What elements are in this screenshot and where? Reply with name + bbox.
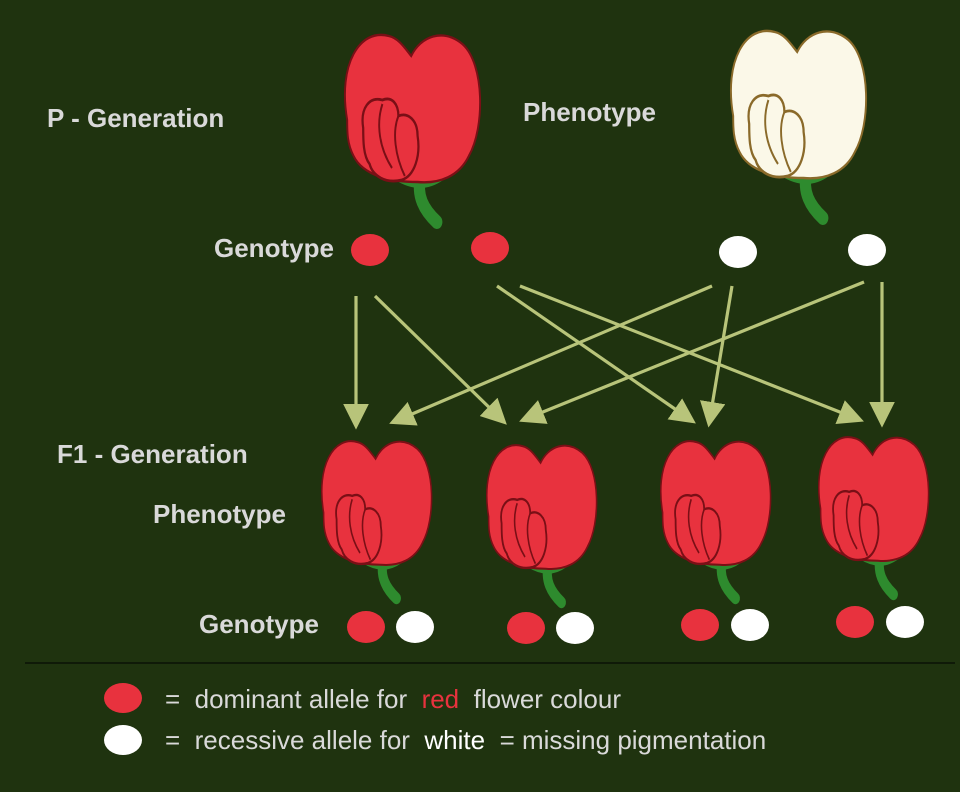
f1-flower-3	[660, 440, 772, 605]
legend-recessive-word: white	[424, 725, 486, 755]
p-phenotype-label: Phenotype	[523, 97, 656, 127]
legend-dominant: = dominant allele for red flower colour	[165, 684, 621, 715]
inheritance-arrow	[389, 284, 713, 426]
f1-genotype-label: Genotype	[199, 609, 319, 639]
recessive-allele-legend-dot	[104, 725, 142, 755]
flower-keel	[832, 489, 880, 562]
flower-keel	[500, 497, 548, 570]
flower-sepal	[699, 556, 744, 570]
flower-keel	[335, 493, 383, 566]
parent-flower-white	[729, 29, 868, 225]
parent-allele-recessive	[719, 236, 757, 268]
f1-flower-1	[321, 440, 433, 605]
flower-sepal	[857, 552, 902, 566]
inheritance-arrow	[373, 294, 507, 425]
legend-recessive-suffix: = missing pigmentation	[499, 725, 767, 755]
f1-allele-recessive	[556, 612, 594, 644]
f1-allele-dominant	[347, 611, 385, 643]
f1-phenotype-label: Phenotype	[153, 499, 286, 529]
flower-sepal	[778, 168, 833, 184]
legend-recessive-prefix: recessive allele for	[194, 725, 410, 755]
f1-flower-4	[818, 436, 930, 601]
p-genotype-label: Genotype	[214, 233, 334, 263]
f1-allele-recessive	[396, 611, 434, 643]
flower-fold-lines	[764, 99, 792, 173]
f1-allele-dominant	[507, 612, 545, 644]
flower-keel	[747, 93, 806, 179]
inheritance-arrow	[519, 280, 865, 424]
flower-fold-lines	[845, 494, 869, 557]
inheritance-arrows	[343, 280, 895, 430]
parent-flower-red	[343, 33, 482, 229]
inheritance-arrow	[496, 284, 696, 424]
legend-divider	[25, 662, 955, 664]
f1-allele-recessive	[886, 606, 924, 638]
inheritance-arrow	[700, 285, 734, 428]
flower-sepal	[525, 560, 570, 574]
legend-dominant-eq: =	[165, 684, 181, 714]
flower-sepal	[392, 172, 447, 188]
flower-fold-lines	[687, 498, 711, 561]
allele-dots	[347, 232, 924, 644]
p-generation-label: P - Generation	[47, 103, 225, 133]
parent-allele-dominant	[471, 232, 509, 264]
flower-keel	[361, 97, 420, 183]
flower-fold-lines	[348, 498, 372, 561]
legend-dominant-suffix: flower colour	[473, 684, 621, 714]
parent-allele-dominant	[351, 234, 389, 266]
dominant-allele-legend-dot	[104, 683, 142, 713]
legend-recessive: = recessive allele for white = missing p…	[165, 725, 766, 756]
parent-allele-recessive	[848, 234, 886, 266]
flower-fold-lines	[378, 103, 406, 177]
f1-generation-label: F1 - Generation	[57, 439, 248, 469]
flowers	[321, 29, 930, 609]
f1-flower-2	[486, 444, 598, 609]
f1-allele-recessive	[731, 609, 769, 641]
flower-sepal	[360, 556, 405, 570]
flower-keel	[674, 493, 722, 566]
f1-allele-dominant	[681, 609, 719, 641]
legend-dominant-prefix: dominant allele for	[194, 684, 408, 714]
f1-allele-dominant	[836, 606, 874, 638]
legend-recessive-eq: =	[165, 725, 181, 755]
legend-dominant-word: red	[421, 684, 460, 714]
flower-fold-lines	[513, 502, 537, 565]
